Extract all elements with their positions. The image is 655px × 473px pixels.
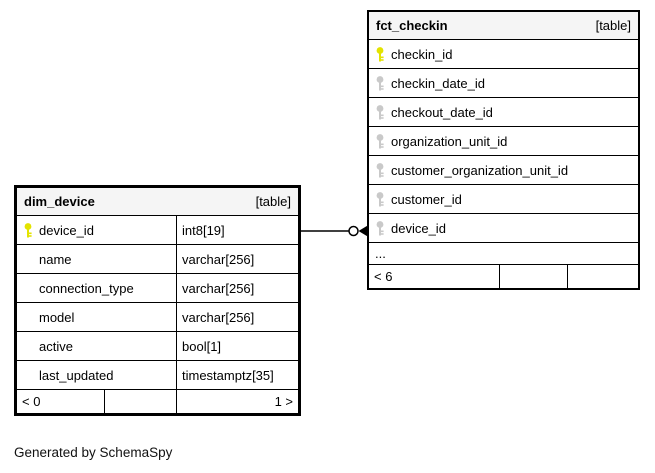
column-row: device_id int8[19] xyxy=(17,216,298,245)
footer-degree-left: < 0 xyxy=(17,390,105,413)
column-name: last_updated xyxy=(39,367,114,383)
foreign-key-icon xyxy=(369,162,391,178)
column-name: connection_type xyxy=(39,280,134,296)
column-row: model varchar[256] xyxy=(17,303,298,332)
column-name: device_id xyxy=(391,220,446,236)
column-type: varchar[256] xyxy=(182,309,255,325)
column-name: organization_unit_id xyxy=(391,133,508,149)
column-name: active xyxy=(39,338,73,354)
column-row: checkin_id xyxy=(369,40,638,69)
ellipsis-row: ... xyxy=(369,243,638,265)
column-name: checkin_date_id xyxy=(391,75,485,91)
table-name[interactable]: fct_checkin xyxy=(376,18,448,33)
column-row: last_updated timestamptz[35] xyxy=(17,361,298,390)
column-row: name varchar[256] xyxy=(17,245,298,274)
foreign-key-icon xyxy=(369,220,391,236)
column-row: checkout_date_id xyxy=(369,98,638,127)
column-row: customer_id xyxy=(369,185,638,214)
column-name: checkout_date_id xyxy=(391,104,493,120)
footer-middle xyxy=(500,265,568,288)
column-type: timestamptz[35] xyxy=(182,367,274,383)
connector-circle xyxy=(348,225,359,237)
column-name: customer_id xyxy=(391,191,462,207)
table-name[interactable]: dim_device xyxy=(24,194,95,209)
column-name: checkin_id xyxy=(391,46,453,62)
column-row: organization_unit_id xyxy=(369,127,638,156)
foreign-key-icon xyxy=(369,191,391,207)
column-name: model xyxy=(39,309,75,325)
footer-degree-left: < 6 xyxy=(369,265,500,288)
foreign-key-icon xyxy=(369,133,391,149)
column-row: connection_type varchar[256] xyxy=(17,274,298,303)
column-name: customer_organization_unit_id xyxy=(391,162,569,178)
primary-key-icon xyxy=(17,222,39,238)
column-row: device_id xyxy=(369,214,638,243)
table-header[interactable]: dim_device [table] xyxy=(17,188,298,216)
footer-degree-right: 1 > xyxy=(274,394,293,409)
column-type: int8[19] xyxy=(182,222,225,238)
table-footer: < 6 xyxy=(369,265,638,288)
footer-middle xyxy=(105,390,177,413)
generated-by-note: Generated by SchemaSpy xyxy=(14,445,173,460)
column-name: device_id xyxy=(39,222,94,238)
table-footer: < 0 1 > xyxy=(17,390,298,413)
column-name: name xyxy=(39,251,72,267)
column-row: active bool[1] xyxy=(17,332,298,361)
column-row: checkin_date_id xyxy=(369,69,638,98)
table-fct-checkin: fct_checkin [table] checkin_id checkin_d… xyxy=(367,10,640,290)
column-type: varchar[256] xyxy=(182,280,255,296)
primary-key-icon xyxy=(369,46,391,62)
table-type-label: [table] xyxy=(255,194,291,209)
column-type: varchar[256] xyxy=(182,251,255,267)
table-type-label: [table] xyxy=(595,18,631,33)
foreign-key-icon xyxy=(369,75,391,91)
foreign-key-icon xyxy=(369,104,391,120)
table-dim-device: dim_device [table] device_id int8[19] na… xyxy=(14,185,301,416)
column-row: customer_organization_unit_id xyxy=(369,156,638,185)
footer-degree-right xyxy=(568,265,638,288)
column-type: bool[1] xyxy=(182,338,222,354)
table-header[interactable]: fct_checkin [table] xyxy=(369,12,638,40)
